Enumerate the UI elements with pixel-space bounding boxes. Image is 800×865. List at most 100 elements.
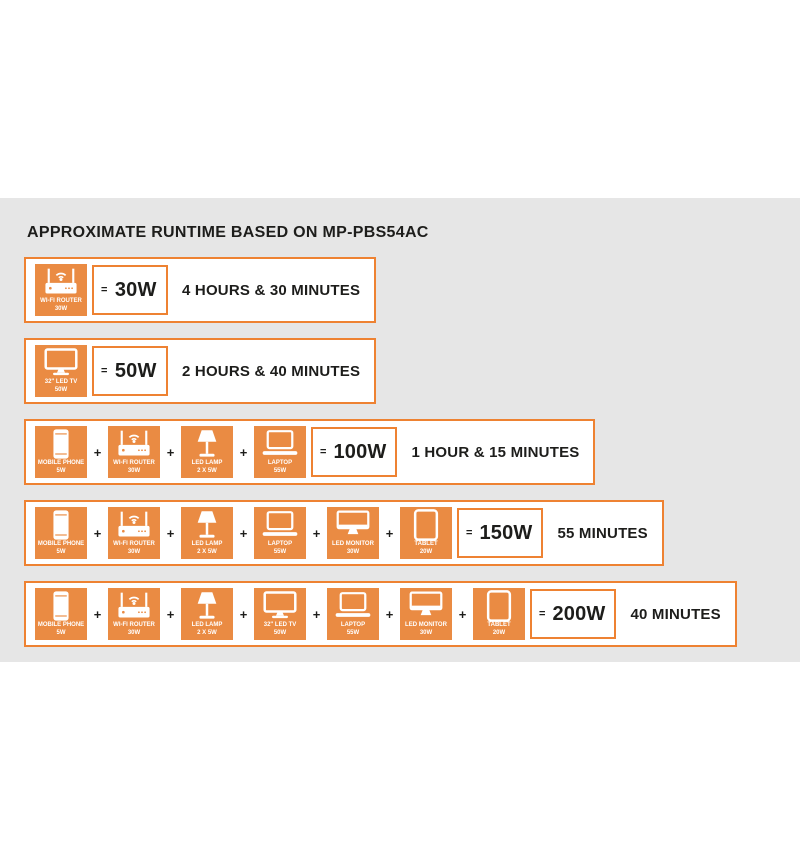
led-monitor-icon — [400, 588, 452, 622]
plus-icon: + — [458, 606, 467, 622]
device-tile: LAPTOP 55W — [254, 426, 306, 478]
device-name: LED LAMP — [191, 541, 223, 547]
total-wattage: 200W — [552, 602, 606, 625]
plus-icon: + — [385, 525, 394, 541]
device-name: TABLET — [414, 541, 438, 547]
device-group: 32" LED TV 50W — [35, 345, 87, 397]
device-name: LED MONITOR — [405, 622, 447, 628]
device-wattage: 2 X 5W — [197, 467, 217, 474]
device-name: 32" LED TV — [44, 379, 78, 385]
runtime-label: 2 HOURS & 40 MINUTES — [182, 362, 361, 380]
device-tile: LED LAMP 2 X 5W — [181, 507, 233, 559]
total-wattage: 100W — [333, 440, 387, 463]
device-tile: WI-FI ROUTER 30W — [108, 507, 160, 559]
panel-title: APPROXIMATE RUNTIME BASED ON MP-PBS54AC — [27, 224, 429, 241]
total-wattage: 30W — [114, 278, 157, 301]
runtime-panel: APPROXIMATE RUNTIME BASED ON MP-PBS54AC … — [0, 198, 800, 662]
total-wattage-box: = 100W — [311, 427, 398, 477]
device-wattage: 20W — [419, 548, 433, 555]
device-tile: 32" LED TV 50W — [254, 588, 306, 640]
led-tv-icon — [35, 345, 87, 379]
led-tv-icon — [254, 588, 306, 622]
equals-sign: = — [466, 527, 473, 539]
device-name: LAPTOP — [267, 460, 293, 466]
device-tile: TABLET 20W — [473, 588, 525, 640]
led-lamp-icon — [181, 588, 233, 622]
device-wattage: 30W — [54, 305, 68, 312]
runtime-row: MOBILE PHONE 5W + WI-FI ROUTER 30W + LED… — [24, 419, 596, 485]
runtime-label: 55 MINUTES — [557, 524, 648, 542]
device-wattage: 55W — [273, 467, 287, 474]
runtime-row: WI-FI ROUTER 30W = 30W 4 HOURS & 30 MINU… — [24, 257, 377, 323]
device-tile: WI-FI ROUTER 30W — [108, 588, 160, 640]
device-tile: WI-FI ROUTER 30W — [108, 426, 160, 478]
device-tile: WI-FI ROUTER 30W — [35, 264, 87, 316]
plus-icon: + — [93, 444, 102, 460]
device-wattage: 2 X 5W — [197, 548, 217, 555]
device-tile: MOBILE PHONE 5W — [35, 588, 87, 640]
device-tile: LED MONITOR 30W — [327, 507, 379, 559]
device-name: WI-FI ROUTER — [40, 298, 82, 304]
device-group: MOBILE PHONE 5W + WI-FI ROUTER 30W + LED… — [35, 507, 452, 559]
runtime-label: 40 MINUTES — [630, 605, 721, 623]
plus-icon: + — [93, 525, 102, 541]
device-name: LED LAMP — [191, 460, 223, 466]
device-wattage: 50W — [273, 629, 287, 636]
laptop-icon — [254, 426, 306, 460]
equals-sign: = — [101, 284, 108, 296]
device-name: WI-FI ROUTER — [113, 460, 155, 466]
laptop-icon — [327, 588, 379, 622]
device-tile: LED MONITOR 30W — [400, 588, 452, 640]
mobile-phone-icon — [35, 507, 87, 541]
runtime-label: 1 HOUR & 15 MINUTES — [411, 443, 580, 461]
plus-icon: + — [166, 525, 175, 541]
mobile-phone-icon — [35, 426, 87, 460]
device-name: MOBILE PHONE — [37, 460, 85, 466]
plus-icon: + — [312, 606, 321, 622]
wifi-router-icon — [108, 507, 160, 541]
device-name: MOBILE PHONE — [37, 622, 85, 628]
plus-icon: + — [239, 525, 248, 541]
device-wattage: 30W — [419, 629, 433, 636]
device-wattage: 5W — [56, 629, 66, 636]
device-tile: MOBILE PHONE 5W — [35, 426, 87, 478]
device-tile: MOBILE PHONE 5W — [35, 507, 87, 559]
device-tile: LED LAMP 2 X 5W — [181, 588, 233, 640]
device-name: LAPTOP — [267, 541, 293, 547]
device-wattage: 20W — [492, 629, 506, 636]
device-name: 32" LED TV — [263, 622, 297, 628]
plus-icon: + — [239, 444, 248, 460]
device-wattage: 30W — [127, 629, 141, 636]
device-wattage: 30W — [127, 467, 141, 474]
device-wattage: 2 X 5W — [197, 629, 217, 636]
device-wattage: 30W — [346, 548, 360, 555]
runtime-row: MOBILE PHONE 5W + WI-FI ROUTER 30W + LED… — [24, 500, 664, 566]
plus-icon: + — [93, 606, 102, 622]
plus-icon: + — [166, 444, 175, 460]
led-lamp-icon — [181, 426, 233, 460]
device-name: TABLET — [487, 622, 511, 628]
device-wattage: 55W — [273, 548, 287, 555]
device-wattage: 50W — [54, 386, 68, 393]
total-wattage-box: = 30W — [92, 265, 168, 315]
device-wattage: 30W — [127, 548, 141, 555]
wifi-router-icon — [108, 588, 160, 622]
device-name: WI-FI ROUTER — [113, 622, 155, 628]
device-group: MOBILE PHONE 5W + WI-FI ROUTER 30W + LED… — [35, 588, 525, 640]
plus-icon: + — [239, 606, 248, 622]
total-wattage: 50W — [114, 359, 157, 382]
plus-icon: + — [166, 606, 175, 622]
total-wattage-box: = 150W — [457, 508, 544, 558]
runtime-rows: WI-FI ROUTER 30W = 30W 4 HOURS & 30 MINU… — [24, 257, 800, 647]
device-name: LAPTOP — [340, 622, 366, 628]
led-lamp-icon — [181, 507, 233, 541]
device-tile: LED LAMP 2 X 5W — [181, 426, 233, 478]
device-name: WI-FI ROUTER — [113, 541, 155, 547]
wifi-router-icon — [108, 426, 160, 460]
runtime-row: 32" LED TV 50W = 50W 2 HOURS & 40 MINUTE… — [24, 338, 377, 404]
device-wattage: 55W — [346, 629, 360, 636]
led-monitor-icon — [327, 507, 379, 541]
mobile-phone-icon — [35, 588, 87, 622]
total-wattage-box: = 200W — [530, 589, 617, 639]
laptop-icon — [254, 507, 306, 541]
